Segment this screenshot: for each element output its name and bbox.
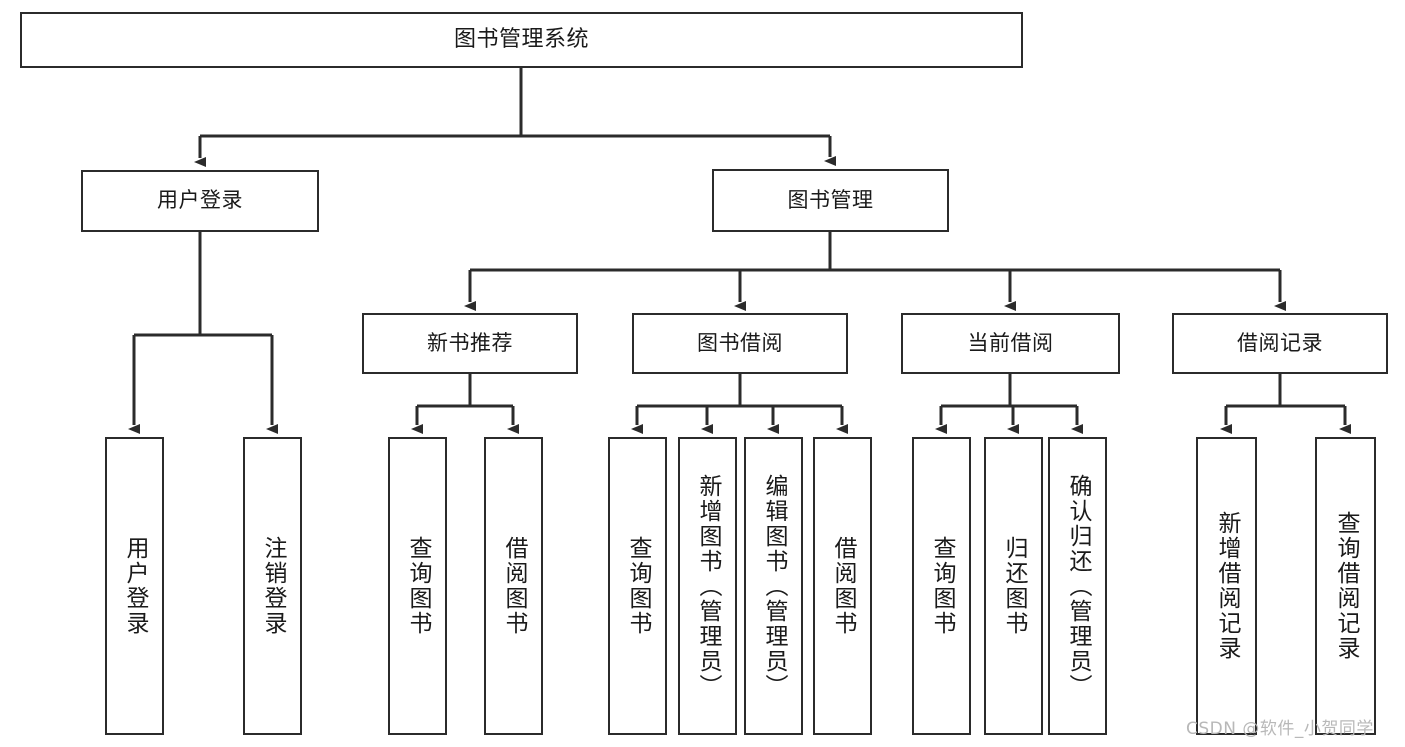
node-new-book-recommend-label: 新书推荐	[427, 330, 513, 355]
leaf-add-record[interactable]: 新增借阅记录	[1196, 437, 1257, 735]
node-book-borrow[interactable]: 图书借阅	[632, 313, 848, 374]
node-root[interactable]: 图书管理系统	[20, 12, 1023, 68]
leaf-borrow-book-1[interactable]: 借阅图书	[484, 437, 543, 735]
leaf-confirm-return-label: 确认归还（管理员）	[1065, 473, 1091, 699]
node-current-borrow-label: 当前借阅	[967, 330, 1054, 355]
leaf-borrow-book-1-label: 借阅图书	[501, 536, 527, 636]
node-book-manage[interactable]: 图书管理	[712, 169, 949, 232]
leaf-user-login[interactable]: 用户登录	[105, 437, 164, 735]
leaf-query-book-3[interactable]: 查询图书	[912, 437, 971, 735]
leaf-return-book-label: 归还图书	[1001, 536, 1027, 636]
node-book-borrow-label: 图书借阅	[697, 330, 783, 355]
leaf-return-book[interactable]: 归还图书	[984, 437, 1043, 735]
leaf-logout[interactable]: 注销登录	[243, 437, 302, 735]
leaf-edit-book[interactable]: 编辑图书（管理员）	[744, 437, 803, 735]
leaf-query-book-3-label: 查询图书	[929, 536, 955, 636]
node-root-label: 图书管理系统	[453, 26, 589, 52]
node-current-borrow[interactable]: 当前借阅	[901, 313, 1120, 374]
leaf-query-book-2-label: 查询图书	[625, 536, 651, 636]
node-user-login[interactable]: 用户登录	[81, 170, 319, 232]
leaf-add-book-label: 新增图书（管理员）	[695, 473, 721, 699]
leaf-query-book-2[interactable]: 查询图书	[608, 437, 667, 735]
leaf-logout-label: 注销登录	[260, 536, 286, 636]
leaf-edit-book-label: 编辑图书（管理员）	[761, 473, 787, 699]
leaf-user-login-label: 用户登录	[122, 536, 148, 636]
leaf-confirm-return[interactable]: 确认归还（管理员）	[1048, 437, 1107, 735]
leaf-add-record-label: 新增借阅记录	[1214, 511, 1240, 661]
leaf-query-record[interactable]: 查询借阅记录	[1315, 437, 1376, 735]
node-borrow-record-label: 借阅记录	[1237, 330, 1323, 355]
node-book-manage-label: 图书管理	[787, 187, 874, 212]
leaf-borrow-book-2-label: 借阅图书	[830, 536, 856, 636]
leaf-query-book-1[interactable]: 查询图书	[388, 437, 447, 735]
leaf-query-record-label: 查询借阅记录	[1333, 511, 1359, 661]
node-borrow-record[interactable]: 借阅记录	[1172, 313, 1388, 374]
node-new-book-recommend[interactable]: 新书推荐	[362, 313, 578, 374]
leaf-borrow-book-2[interactable]: 借阅图书	[813, 437, 872, 735]
node-user-login-label: 用户登录	[157, 188, 243, 213]
leaf-add-book[interactable]: 新增图书（管理员）	[678, 437, 737, 735]
csdn-watermark: CSDN @软件_小贺同学	[1186, 719, 1374, 739]
leaf-query-book-1-label: 查询图书	[405, 536, 431, 636]
